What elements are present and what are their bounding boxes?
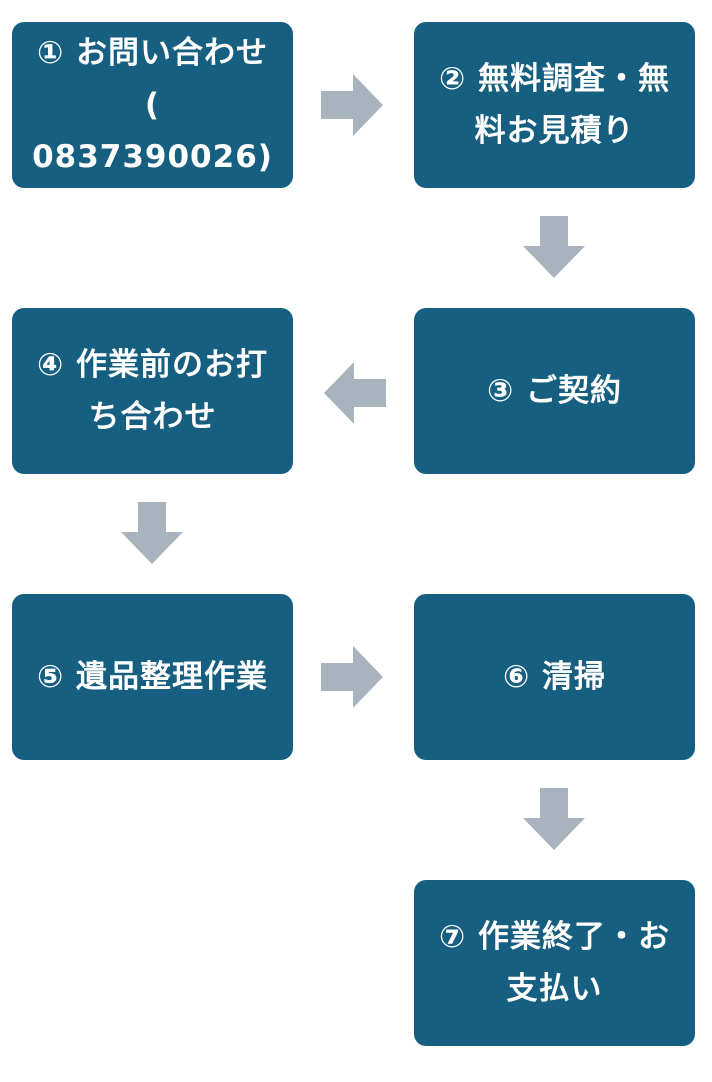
step-7-box: ⑦ 作業終了・お 支払い — [414, 880, 695, 1046]
arrow-right-icon — [321, 74, 383, 136]
arrow-down-icon — [523, 788, 585, 850]
step-3-box: ③ ご契約 — [414, 308, 695, 474]
step-2-box: ② 無料調査・無 料お見積り — [414, 22, 695, 188]
step-6-label: ⑥ 清掃 — [502, 659, 607, 695]
step-1-box: ① お問い合わせ ( 0837390026) — [12, 22, 293, 188]
step-5-box: ⑤ 遺品整理作業 — [12, 594, 293, 760]
step-4-box: ④ 作業前のお打 ち合わせ — [12, 308, 293, 474]
step-3-label: ③ ご契約 — [486, 373, 623, 409]
step-7-label: ⑦ 作業終了・お 支払い — [438, 919, 671, 1007]
arrow-right-icon — [321, 646, 383, 708]
arrow-left-icon — [324, 362, 386, 424]
step-6-box: ⑥ 清掃 — [414, 594, 695, 760]
step-4-label: ④ 作業前のお打 ち合わせ — [36, 347, 269, 435]
arrow-down-icon — [121, 502, 183, 564]
step-5-label: ⑤ 遺品整理作業 — [36, 659, 269, 695]
step-2-label: ② 無料調査・無 料お見積り — [438, 61, 671, 149]
arrow-down-icon — [523, 216, 585, 278]
step-1-label: ① お問い合わせ ( 0837390026) — [32, 35, 273, 175]
